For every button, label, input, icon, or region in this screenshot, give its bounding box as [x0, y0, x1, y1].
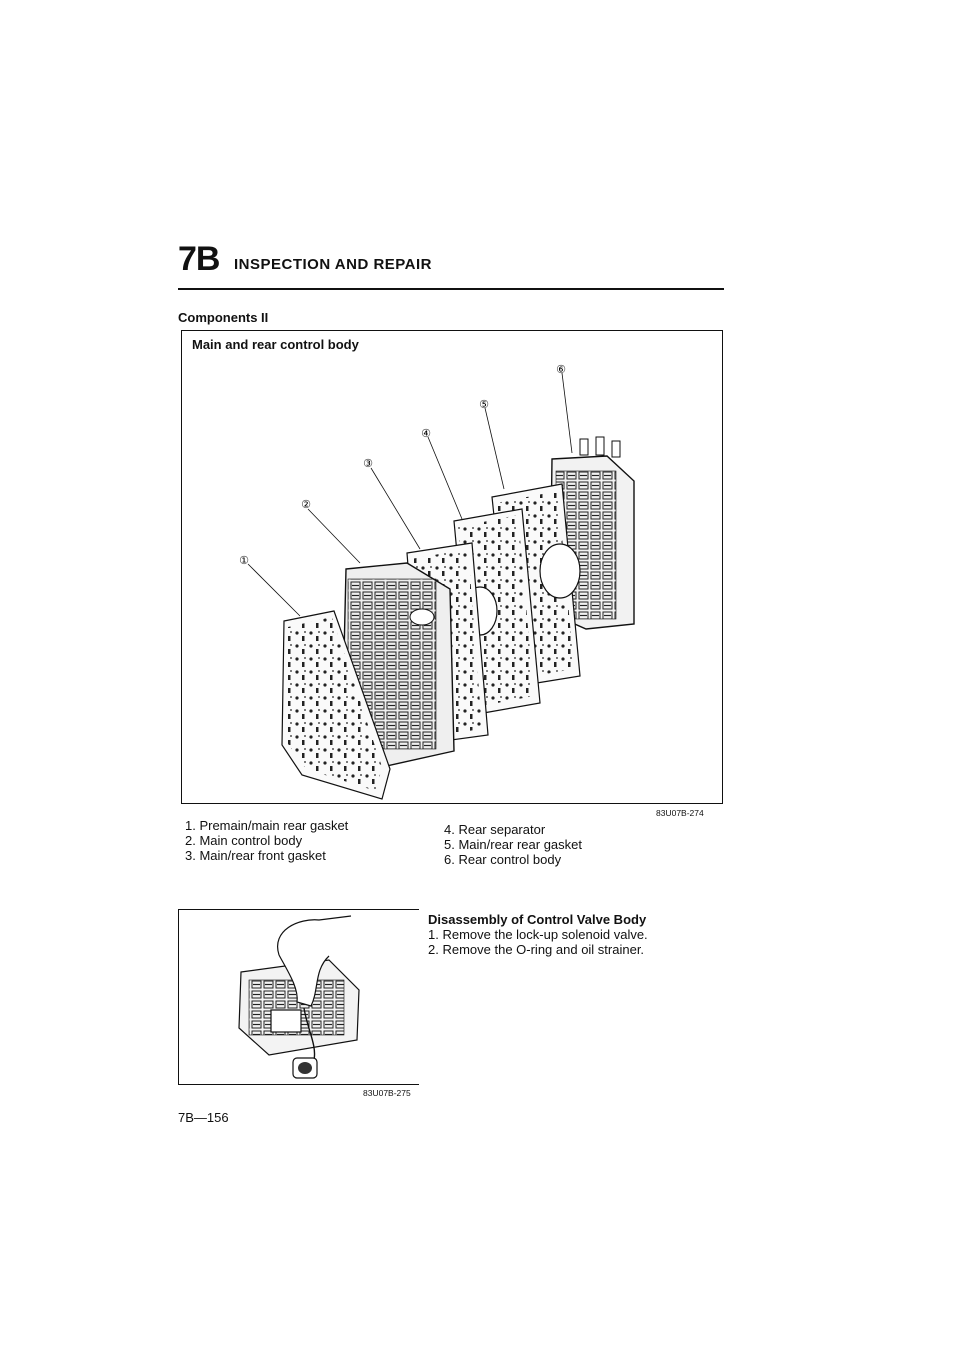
figure-title: Main and rear control body	[192, 337, 359, 352]
legend-item: 2. Main control body	[185, 833, 303, 848]
page-number: 7B—156	[178, 1110, 229, 1125]
instruction-step: 2. Remove the O-ring and oil strainer.	[428, 942, 645, 957]
callout-5: ⑤	[479, 398, 489, 411]
legend-left: 1. Premain/main rear gasket 2. Main cont…	[185, 818, 348, 863]
callout-6: ⑥	[556, 363, 566, 376]
exploded-view-illustration: ① ② ③ ④ ⑤ ⑥	[239, 363, 635, 800]
header-rule	[178, 288, 724, 290]
components-title: Components II	[178, 310, 269, 325]
figure-main-rear-control-body: ① ② ③ ④ ⑤ ⑥ Main and rear control body	[181, 330, 723, 804]
figure2-code: 83U07B-275	[363, 1088, 411, 1098]
callout-2: ②	[301, 498, 311, 511]
disassembly-instructions: Disassembly of Control Valve Body 1. Rem…	[428, 912, 648, 957]
legend-item: 1. Premain/main rear gasket	[185, 818, 349, 833]
callout-3: ③	[363, 457, 373, 470]
figure1-code: 83U07B-274	[656, 808, 704, 818]
callout-1: ①	[239, 554, 249, 567]
legend-item: 6. Rear control body	[444, 852, 562, 867]
legend-item: 4. Rear separator	[444, 822, 546, 837]
section-number: 7B	[178, 240, 220, 278]
page-header: 7B INSPECTION AND REPAIR	[178, 240, 724, 292]
instruction-step: 1. Remove the lock-up solenoid valve.	[428, 927, 648, 942]
instructions-title: Disassembly of Control Valve Body	[428, 912, 647, 927]
part-premain-main-rear-gasket	[281, 610, 391, 800]
solenoid-removal-illustration	[238, 915, 360, 1079]
legend-item: 5. Main/rear rear gasket	[444, 837, 583, 852]
section-title: INSPECTION AND REPAIR	[234, 256, 433, 273]
figure-lock-up-solenoid-removal	[178, 909, 419, 1085]
legend-item: 3. Main/rear front gasket	[185, 848, 326, 863]
legend-right: 4. Rear separator 5. Main/rear rear gask…	[444, 822, 582, 867]
callout-4: ④	[421, 427, 431, 440]
